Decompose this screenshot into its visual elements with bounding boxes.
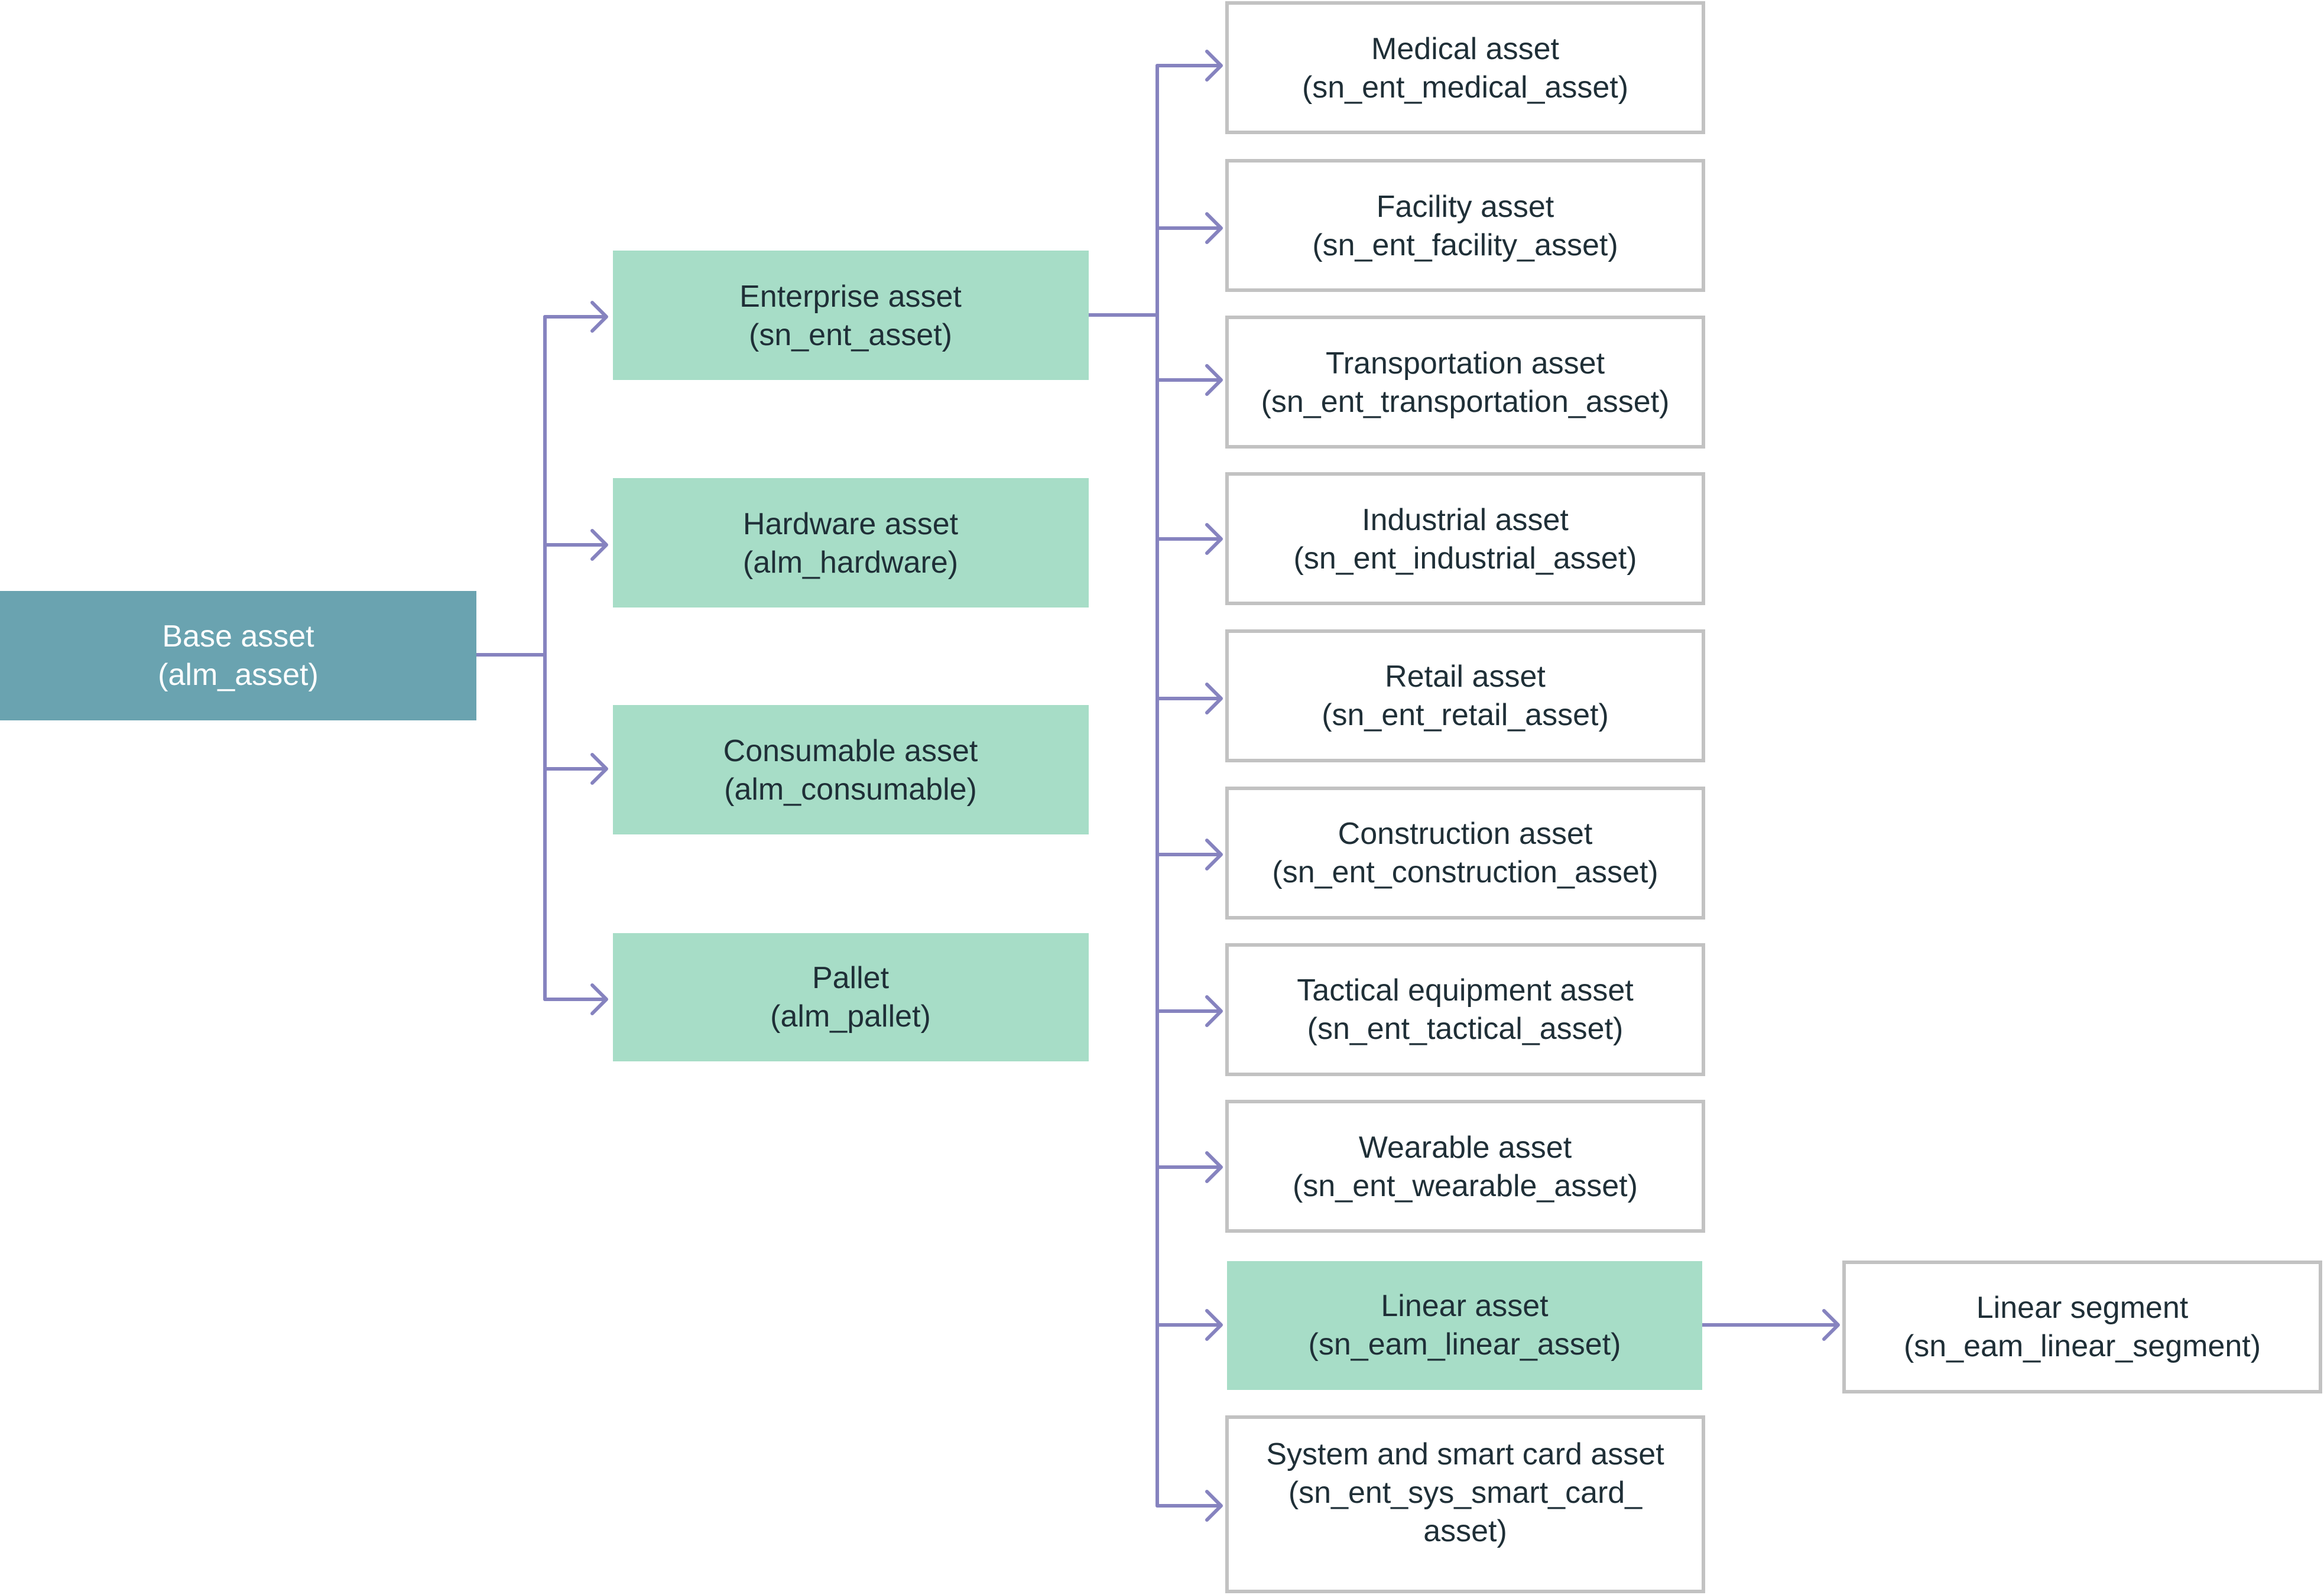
node-wearable-asset: Wearable asset (sn_ent_wearable_asset) — [1225, 1100, 1705, 1233]
node-enterprise-asset: Enterprise asset (sn_ent_asset) — [613, 251, 1089, 380]
linear-asset-table: (sn_eam_linear_asset) — [1309, 1327, 1621, 1362]
industrial-asset-table: (sn_ent_industrial_asset) — [1294, 541, 1637, 576]
hardware-asset-name: Hardware asset — [743, 507, 959, 541]
consumable-asset-name: Consumable asset — [723, 734, 978, 768]
node-linear-asset: Linear asset (sn_eam_linear_asset) — [1227, 1261, 1702, 1390]
pallet-name: Pallet — [812, 961, 890, 995]
node-smart-card-asset: System and smart card asset (sn_ent_sys_… — [1225, 1415, 1705, 1593]
connector-to-facility — [1155, 212, 1223, 244]
smart-card-asset-table: (sn_ent_sys_smart_card_ — [1288, 1476, 1643, 1510]
connector-to-construction — [1155, 839, 1223, 870]
base-asset-name: Base asset — [162, 619, 314, 654]
construction-asset-table: (sn_ent_construction_asset) — [1272, 855, 1658, 889]
connector-to-retail — [1155, 683, 1223, 714]
node-base-asset: Base asset (alm_asset) — [0, 591, 476, 720]
node-consumable-asset: Consumable asset (alm_consumable) — [613, 705, 1089, 834]
node-transportation-asset: Transportation asset (sn_ent_transportat… — [1225, 316, 1705, 449]
connector-to-linear-segment — [1700, 1309, 1840, 1341]
node-pallet: Pallet (alm_pallet) — [613, 933, 1089, 1061]
pallet-table: (alm_pallet) — [770, 999, 931, 1034]
connector-to-smart-card — [1155, 1490, 1223, 1522]
connector-to-pallet — [543, 983, 608, 1015]
connector-to-consumable — [543, 753, 608, 785]
linear-segment-table: (sn_eam_linear_segment) — [1904, 1329, 2261, 1363]
enterprise-asset-name: Enterprise asset — [739, 280, 962, 314]
tactical-equipment-asset-table: (sn_ent_tactical_asset) — [1307, 1012, 1624, 1046]
facility-asset-name: Facility asset — [1377, 190, 1554, 224]
linear-asset-name: Linear asset — [1381, 1289, 1549, 1323]
node-medical-asset: Medical asset (sn_ent_medical_asset) — [1225, 1, 1705, 134]
node-construction-asset: Construction asset (sn_ent_construction_… — [1225, 787, 1705, 920]
medical-asset-table: (sn_ent_medical_asset) — [1302, 70, 1628, 105]
connector-to-wearable — [1155, 1151, 1223, 1183]
node-industrial-asset: Industrial asset (sn_ent_industrial_asse… — [1225, 472, 1705, 605]
smart-card-asset-name: System and smart card asset — [1266, 1437, 1664, 1471]
wearable-asset-name: Wearable asset — [1359, 1131, 1572, 1165]
industrial-asset-name: Industrial asset — [1362, 503, 1569, 537]
medical-asset-name: Medical asset — [1371, 32, 1559, 66]
smart-card-asset-table-cont: asset) — [1423, 1514, 1507, 1548]
consumable-asset-table: (alm_consumable) — [724, 772, 977, 807]
facility-asset-table: (sn_ent_facility_asset) — [1312, 228, 1618, 262]
linear-segment-name: Linear segment — [1976, 1291, 2189, 1325]
node-facility-asset: Facility asset (sn_ent_facility_asset) — [1225, 159, 1705, 292]
wearable-asset-table: (sn_ent_wearable_asset) — [1293, 1169, 1638, 1203]
hardware-asset-table: (alm_hardware) — [743, 545, 958, 580]
connector-to-tactical — [1155, 995, 1223, 1027]
connector-to-linear — [1155, 1309, 1223, 1341]
transportation-asset-name: Transportation asset — [1326, 346, 1605, 381]
node-retail-asset: Retail asset (sn_ent_retail_asset) — [1225, 629, 1705, 762]
connectors — [475, 50, 1840, 1522]
construction-asset-name: Construction asset — [1338, 817, 1593, 851]
node-hardware-asset: Hardware asset (alm_hardware) — [613, 478, 1089, 608]
connector-to-hardware — [543, 529, 608, 561]
connector-to-transportation — [1155, 364, 1223, 396]
connector-to-industrial — [1155, 523, 1223, 555]
base-asset-table: (alm_asset) — [158, 658, 319, 692]
transportation-asset-table: (sn_ent_transportation_asset) — [1261, 385, 1670, 419]
retail-asset-name: Retail asset — [1385, 660, 1546, 694]
connector-to-enterprise — [543, 301, 608, 333]
node-linear-segment: Linear segment (sn_eam_linear_segment) — [1842, 1261, 2322, 1393]
connector-to-medical — [1155, 50, 1223, 82]
node-tactical-equipment-asset: Tactical equipment asset (sn_ent_tactica… — [1225, 943, 1705, 1076]
enterprise-asset-table: (sn_ent_asset) — [749, 318, 952, 352]
retail-asset-table: (sn_ent_retail_asset) — [1322, 698, 1609, 732]
tactical-equipment-asset-name: Tactical equipment asset — [1297, 973, 1634, 1008]
